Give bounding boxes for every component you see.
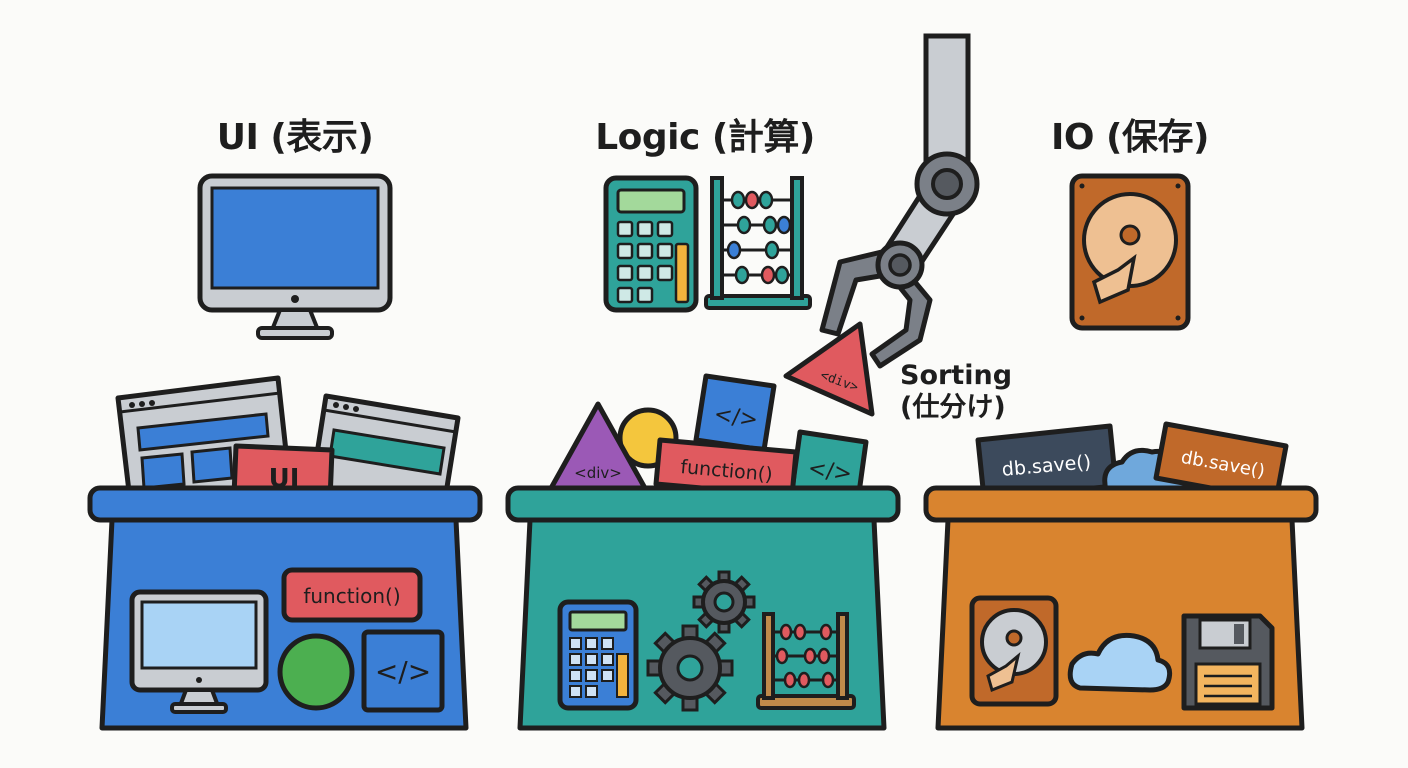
gear-icon (692, 570, 756, 634)
ui-column-title: UI (表示) (216, 117, 374, 158)
sorting-label-line1: Sorting (900, 360, 1013, 391)
gear-icon (646, 624, 734, 712)
abacus-icon (756, 612, 856, 710)
db-save-tag: db.save() (1153, 421, 1289, 503)
code-tag-label: </> (712, 402, 759, 433)
div-triangle-tag-falling: <div> (783, 321, 875, 417)
cloud-icon (1067, 632, 1173, 693)
robot-arm-icon (819, 33, 980, 369)
code-icon: </> (361, 629, 445, 713)
calculator-icon (557, 599, 639, 711)
code-icon-label: </> (375, 655, 431, 688)
io-column-title: IO (保存) (1051, 117, 1209, 158)
sorting-label: Sorting (仕分け) (900, 360, 1012, 424)
monitor-icon (129, 589, 269, 714)
io-bin: db.save() db.save() (923, 421, 1319, 731)
calculator-icon (603, 175, 699, 313)
function-tag: function() (281, 567, 423, 623)
ui-bin: UI function() </> (87, 375, 483, 731)
green-circle-shape (277, 633, 355, 711)
monitor-icon (197, 173, 393, 340)
sorting-label-line2: (仕分け) (900, 392, 1006, 423)
code-tag: </> (693, 373, 777, 453)
floppy-disk-icon (1181, 613, 1275, 711)
hard-drive-icon (1069, 173, 1191, 331)
function-tag-label: function() (303, 584, 400, 608)
logic-column-title: Logic (計算) (595, 117, 815, 158)
abacus-icon (704, 176, 812, 310)
div-triangle-label: <div> (574, 464, 622, 482)
code-tag-label-2: </> (806, 456, 853, 487)
logic-bin: <div> </> </> function() (505, 373, 901, 731)
hard-drive-icon (969, 595, 1059, 707)
db-save-tag: db.save() (975, 423, 1119, 501)
